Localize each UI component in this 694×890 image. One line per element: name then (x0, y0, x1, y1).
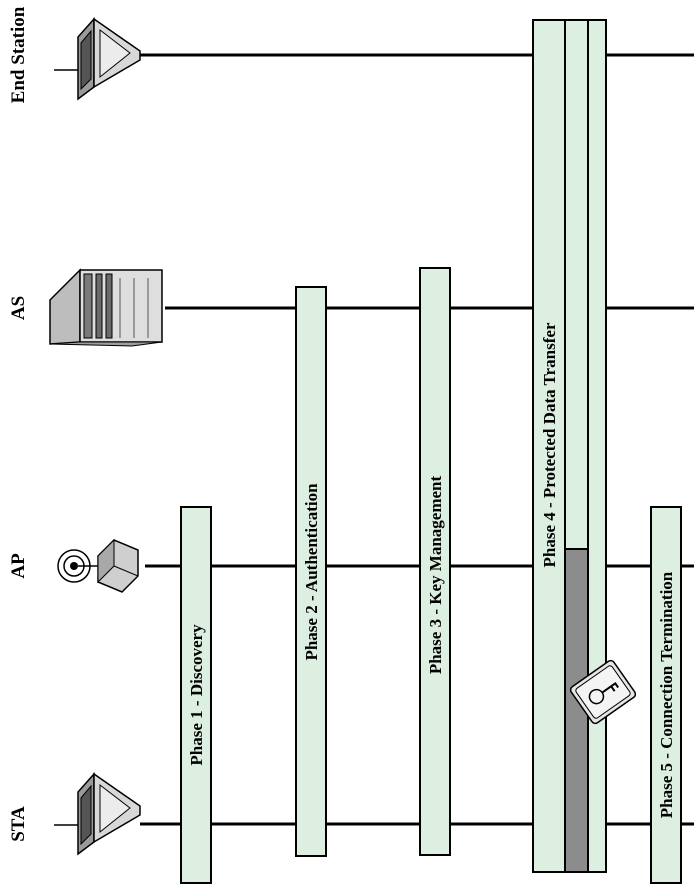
phase-5-label: Phase 5 - Connection Termination (657, 571, 676, 818)
server-icon (49, 268, 163, 347)
entity-label-sta: STA (8, 806, 29, 842)
access-point-icon (57, 538, 139, 593)
laptop-icon (54, 17, 141, 101)
padlock-key-icon (569, 659, 637, 725)
laptop-icon (54, 772, 141, 856)
phase-2-label: Phase 2 - Authentication (302, 483, 321, 661)
phase-4-label: Phase 4 - Protected Data Transfer (540, 322, 559, 567)
entity-label-ap: AP (8, 553, 29, 579)
phase-3-box (419, 267, 451, 856)
phase-2-box (295, 286, 327, 857)
phase-1-box (180, 506, 212, 884)
entity-label-end-station: End Station (8, 6, 29, 103)
entity-label-as: AS (8, 296, 29, 320)
phase-3-label: Phase 3 - Key Management (426, 476, 445, 675)
phase-5-box (650, 506, 682, 884)
phase-1-label: Phase 1 - Discovery (187, 624, 206, 766)
